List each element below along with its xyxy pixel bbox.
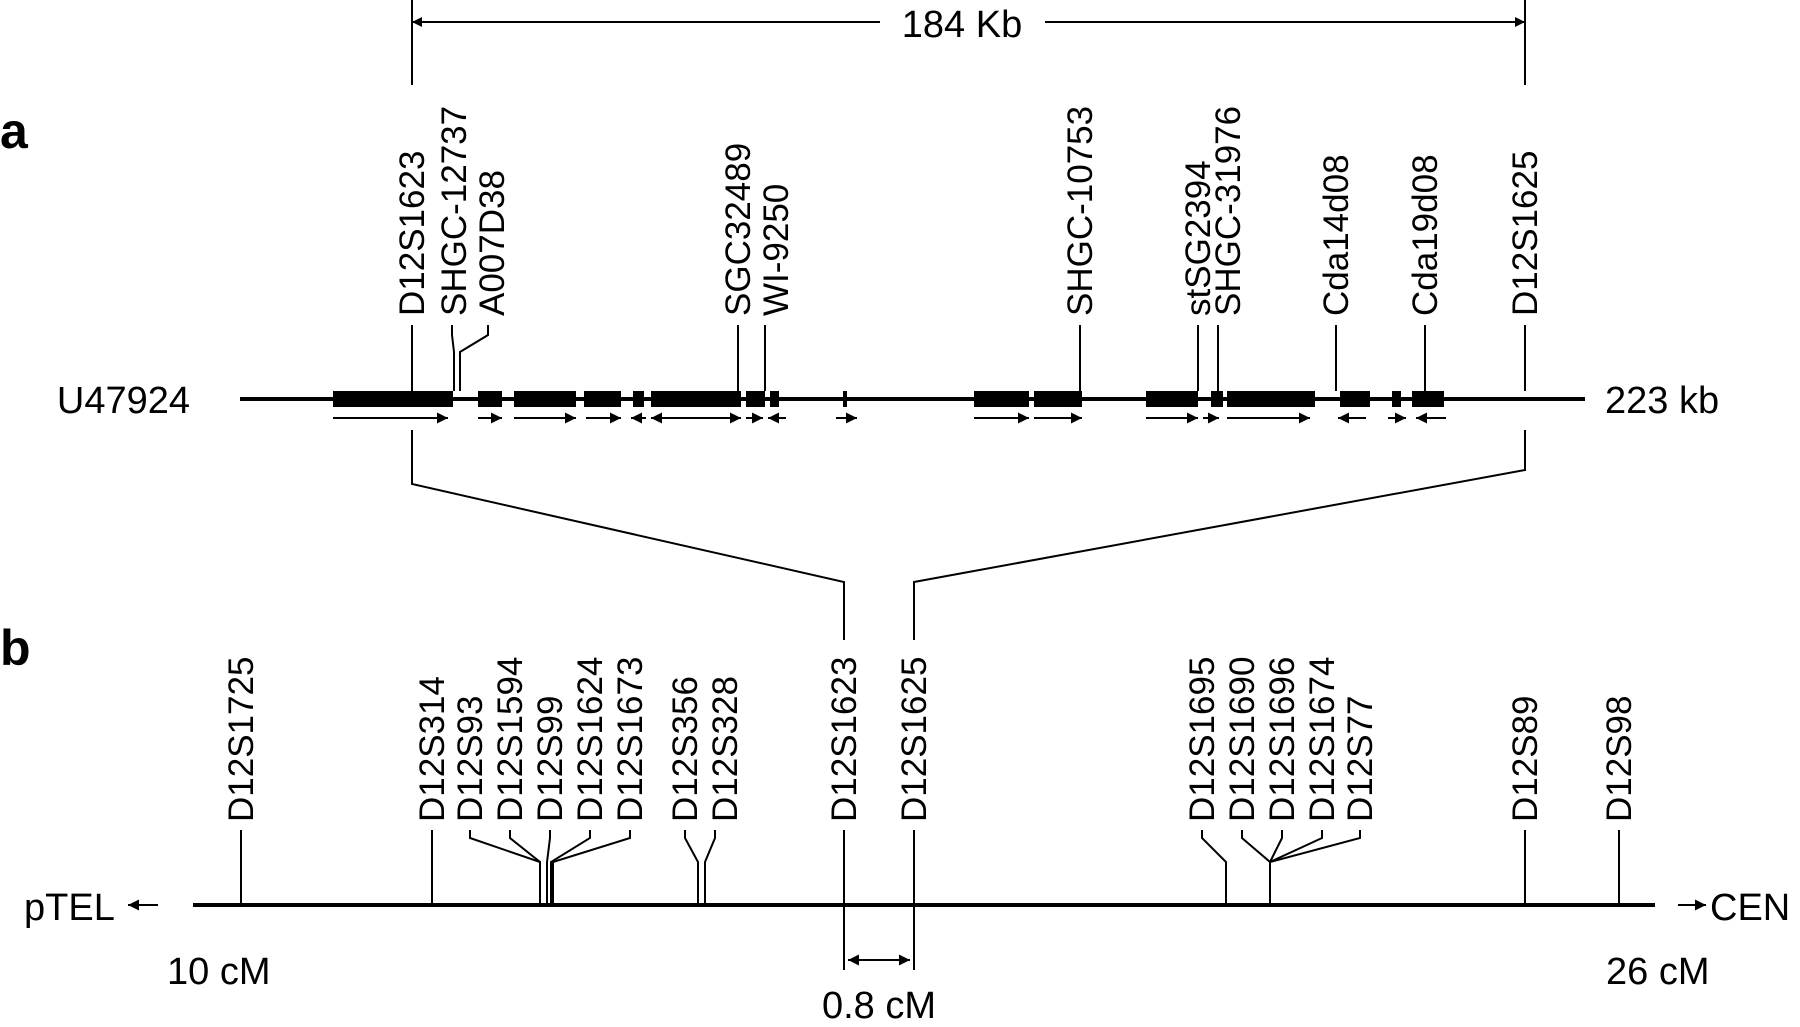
marker-label: Cda14d08 <box>1317 154 1356 316</box>
marker-label: D12S1594 <box>491 657 530 822</box>
marker-label: D12S1725 <box>222 657 261 822</box>
connector-right <box>913 430 1526 640</box>
sequence-name: U47924 <box>57 380 190 422</box>
marker-label: D12S1695 <box>1183 657 1222 822</box>
marker-label: SGC32489 <box>719 143 758 316</box>
connector-left <box>411 430 845 640</box>
marker-label: WI-9250 <box>757 184 796 316</box>
marker-label: D12S93 <box>451 696 490 822</box>
marker-label: D12S1625 <box>1506 151 1545 316</box>
marker-label: D12S356 <box>666 676 705 822</box>
marker-label: stSG2394 <box>1179 160 1218 316</box>
marker-label: D12S99 <box>531 696 570 822</box>
gene-block <box>770 391 779 407</box>
marker-tick <box>1269 830 1283 905</box>
marker-label: D12S328 <box>706 676 745 822</box>
gene-block <box>1034 391 1082 407</box>
gene-block <box>633 391 644 407</box>
panel-b-label: b <box>0 620 31 676</box>
gene-block <box>478 391 502 407</box>
marker-label: D12S1623 <box>393 151 432 316</box>
gene-block <box>1340 391 1370 407</box>
left-position-label: 10 cM <box>167 951 270 993</box>
marker-tick <box>552 830 631 905</box>
marker-tick <box>550 830 591 905</box>
marker-label: D12S89 <box>1506 696 1545 822</box>
panel-a-marker-ticks <box>411 325 1526 391</box>
marker-tick <box>1201 830 1227 905</box>
interval-indicator <box>843 905 915 970</box>
marker-label: D12S98 <box>1600 696 1639 822</box>
gene-blocks <box>333 391 1444 407</box>
gene-block <box>514 391 576 407</box>
span-indicator <box>411 0 1526 85</box>
marker-tick <box>1241 830 1271 905</box>
gene-block <box>333 391 453 407</box>
gene-block <box>651 391 741 407</box>
interval-label: 0.8 cM <box>822 985 936 1022</box>
marker-tick <box>684 830 699 905</box>
marker-label: SHGC-12737 <box>435 106 474 316</box>
marker-label: D12S314 <box>413 676 452 822</box>
gene-block <box>1227 391 1315 407</box>
gene-block <box>746 391 765 407</box>
gene-block <box>584 391 621 407</box>
marker-label: D12S77 <box>1341 696 1380 822</box>
marker-label: Cda19d08 <box>1406 154 1445 316</box>
right-end-label: CEN <box>1710 887 1790 929</box>
marker-label: D12S1696 <box>1263 657 1302 822</box>
marker-label: D12S1625 <box>895 657 934 822</box>
gene-block <box>843 391 847 407</box>
panel-a-label: a <box>0 103 29 159</box>
gene-block <box>1211 391 1223 407</box>
gene-block <box>1392 391 1401 407</box>
left-end-label: pTEL <box>24 887 115 929</box>
panel-b-marker-ticks <box>240 830 1620 905</box>
sequence-length: 223 kb <box>1605 380 1719 422</box>
marker-tick <box>1269 830 1361 905</box>
marker-tick <box>546 830 551 905</box>
marker-tick <box>1269 830 1323 905</box>
marker-label: A007D38 <box>473 170 512 316</box>
zoom-connectors <box>411 430 1526 640</box>
marker-tick <box>451 325 455 391</box>
marker-label: SHGC-31976 <box>1209 106 1248 316</box>
gene-block <box>1412 391 1444 407</box>
marker-label: D12S1674 <box>1303 657 1342 822</box>
marker-tick <box>509 830 541 905</box>
marker-tick <box>469 830 541 905</box>
panel-b-marker-labels: D12S1725 D12S314 D12S93 D12S1594 D12S99 … <box>222 657 1639 822</box>
span-label: 184 Kb <box>902 4 1022 46</box>
marker-tick <box>459 325 489 391</box>
marker-label: D12S1623 <box>825 657 864 822</box>
panel-a-marker-labels: D12S1623 SHGC-12737 A007D38 SGC32489 WI-… <box>393 106 1545 316</box>
right-position-label: 26 cM <box>1606 951 1709 993</box>
marker-label: SHGC-10753 <box>1061 106 1100 316</box>
marker-label: D12S1624 <box>571 657 610 822</box>
marker-label: D12S1690 <box>1223 657 1262 822</box>
gene-block <box>1146 391 1198 407</box>
marker-label: D12S1673 <box>611 657 650 822</box>
gene-block <box>974 391 1029 407</box>
marker-tick <box>704 830 716 905</box>
